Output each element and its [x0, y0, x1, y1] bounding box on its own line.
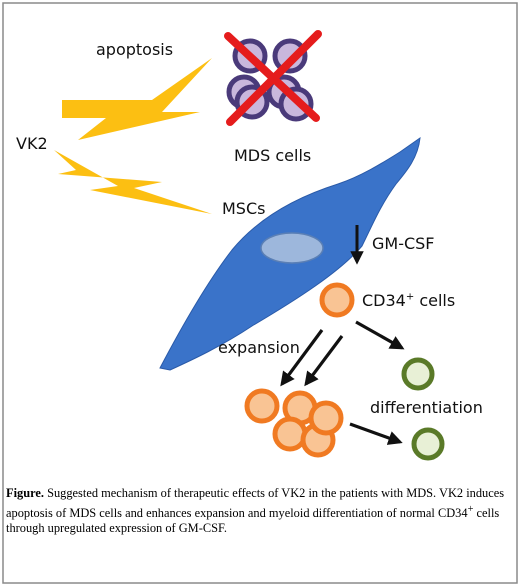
- caption-text-1: Suggested mechanism of therapeutic effec…: [6, 486, 505, 520]
- vk2-label: VK2: [16, 134, 48, 153]
- expanded-cell: [272, 416, 308, 452]
- gm-csf-label: GM-CSF: [372, 234, 435, 253]
- cd34-label-prefix: CD34: [362, 291, 406, 310]
- cd34-cell: [319, 282, 355, 318]
- cd34-cells-label: CD34+ cells: [362, 291, 455, 310]
- expanded-cells-cluster: [244, 388, 344, 458]
- mds-cells-label: MDS cells: [234, 146, 312, 165]
- caption-text-2: cells through upregulated expression of …: [6, 505, 500, 536]
- differentiation-arrow-top: [355, 320, 405, 350]
- caption-sup: +: [467, 503, 474, 515]
- expansion-arrow-left: [280, 329, 324, 387]
- expanded-cell: [308, 400, 344, 436]
- differentiated-cell: [411, 427, 445, 461]
- cd34-label-sup: +: [405, 291, 415, 303]
- caption-heading: Figure.: [6, 486, 44, 500]
- expansion-label: expansion: [218, 338, 300, 357]
- lightning-bolt-bottom: [54, 150, 212, 214]
- differentiated-cell: [401, 357, 435, 391]
- cross-mark: [224, 30, 322, 126]
- differentiation-label: differentiation: [370, 398, 483, 417]
- cd34-label-suffix: cells: [414, 291, 456, 310]
- differentiation-arrow-bottom: [349, 422, 403, 445]
- expanded-cell: [244, 388, 280, 424]
- lightning-bolt-top: [62, 58, 212, 140]
- mscs-label: MSCs: [222, 199, 266, 218]
- figure-caption: Figure. Suggested mechanism of therapeut…: [6, 486, 510, 537]
- mds-cell: [272, 38, 308, 74]
- apoptosis-label: apoptosis: [96, 40, 174, 59]
- expansion-arrow-right: [304, 335, 344, 387]
- msc-nucleus: [260, 232, 324, 264]
